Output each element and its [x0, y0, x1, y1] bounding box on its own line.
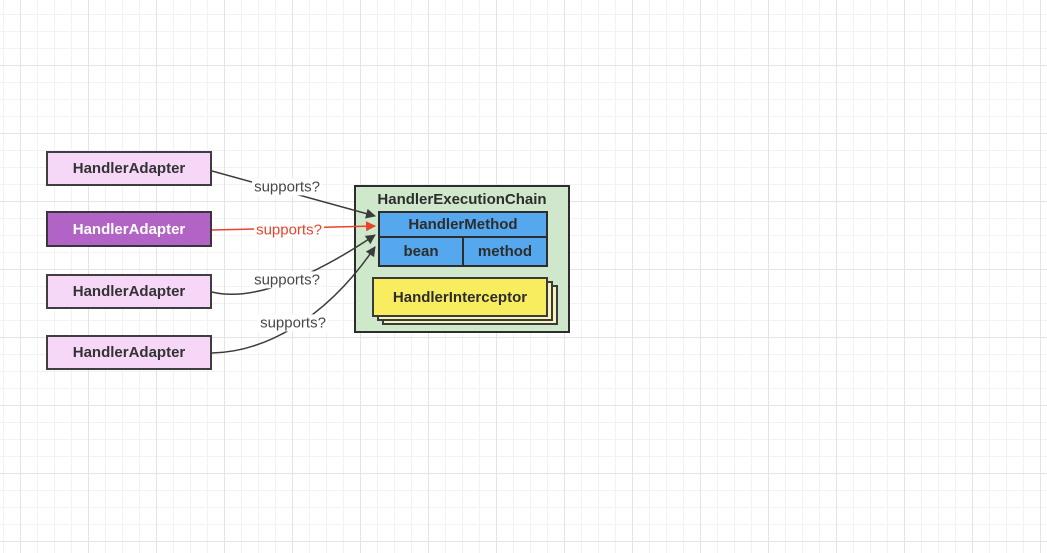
handler-method-title[interactable]: HandlerMethod [380, 213, 546, 238]
edge-label-supports-4[interactable]: supports? [258, 314, 328, 332]
handler-adapter-label: HandlerAdapter [72, 344, 186, 361]
edge-label-supports-2[interactable]: supports? [254, 221, 324, 239]
edge-label-supports-3[interactable]: supports? [252, 271, 322, 289]
handler-adapter-node-1[interactable]: HandlerAdapter [46, 151, 212, 186]
handler-execution-chain-node[interactable]: HandlerExecutionChain HandlerMethod bean… [354, 185, 570, 333]
handler-interceptor-label: HandlerInterceptor [392, 288, 528, 306]
handler-adapter-node-2-highlighted[interactable]: HandlerAdapter [46, 211, 212, 247]
handler-interceptor-node[interactable]: HandlerInterceptor [372, 277, 548, 317]
edge-label-supports-1[interactable]: supports? [252, 178, 322, 196]
edge-supports-4[interactable] [211, 246, 376, 354]
handler-adapter-node-4[interactable]: HandlerAdapter [46, 335, 212, 370]
handler-adapter-node-3[interactable]: HandlerAdapter [46, 274, 212, 309]
handler-adapter-label: HandlerAdapter [72, 220, 186, 238]
handler-method-cell-bean[interactable]: bean [380, 238, 464, 265]
handler-method-cell-method[interactable]: method [477, 243, 533, 260]
handler-execution-chain-title: HandlerExecutionChain [377, 191, 547, 208]
handler-method-node[interactable]: HandlerMethod bean method [378, 211, 548, 267]
handler-adapter-label: HandlerAdapter [72, 283, 186, 300]
handler-adapter-label: HandlerAdapter [72, 160, 186, 177]
